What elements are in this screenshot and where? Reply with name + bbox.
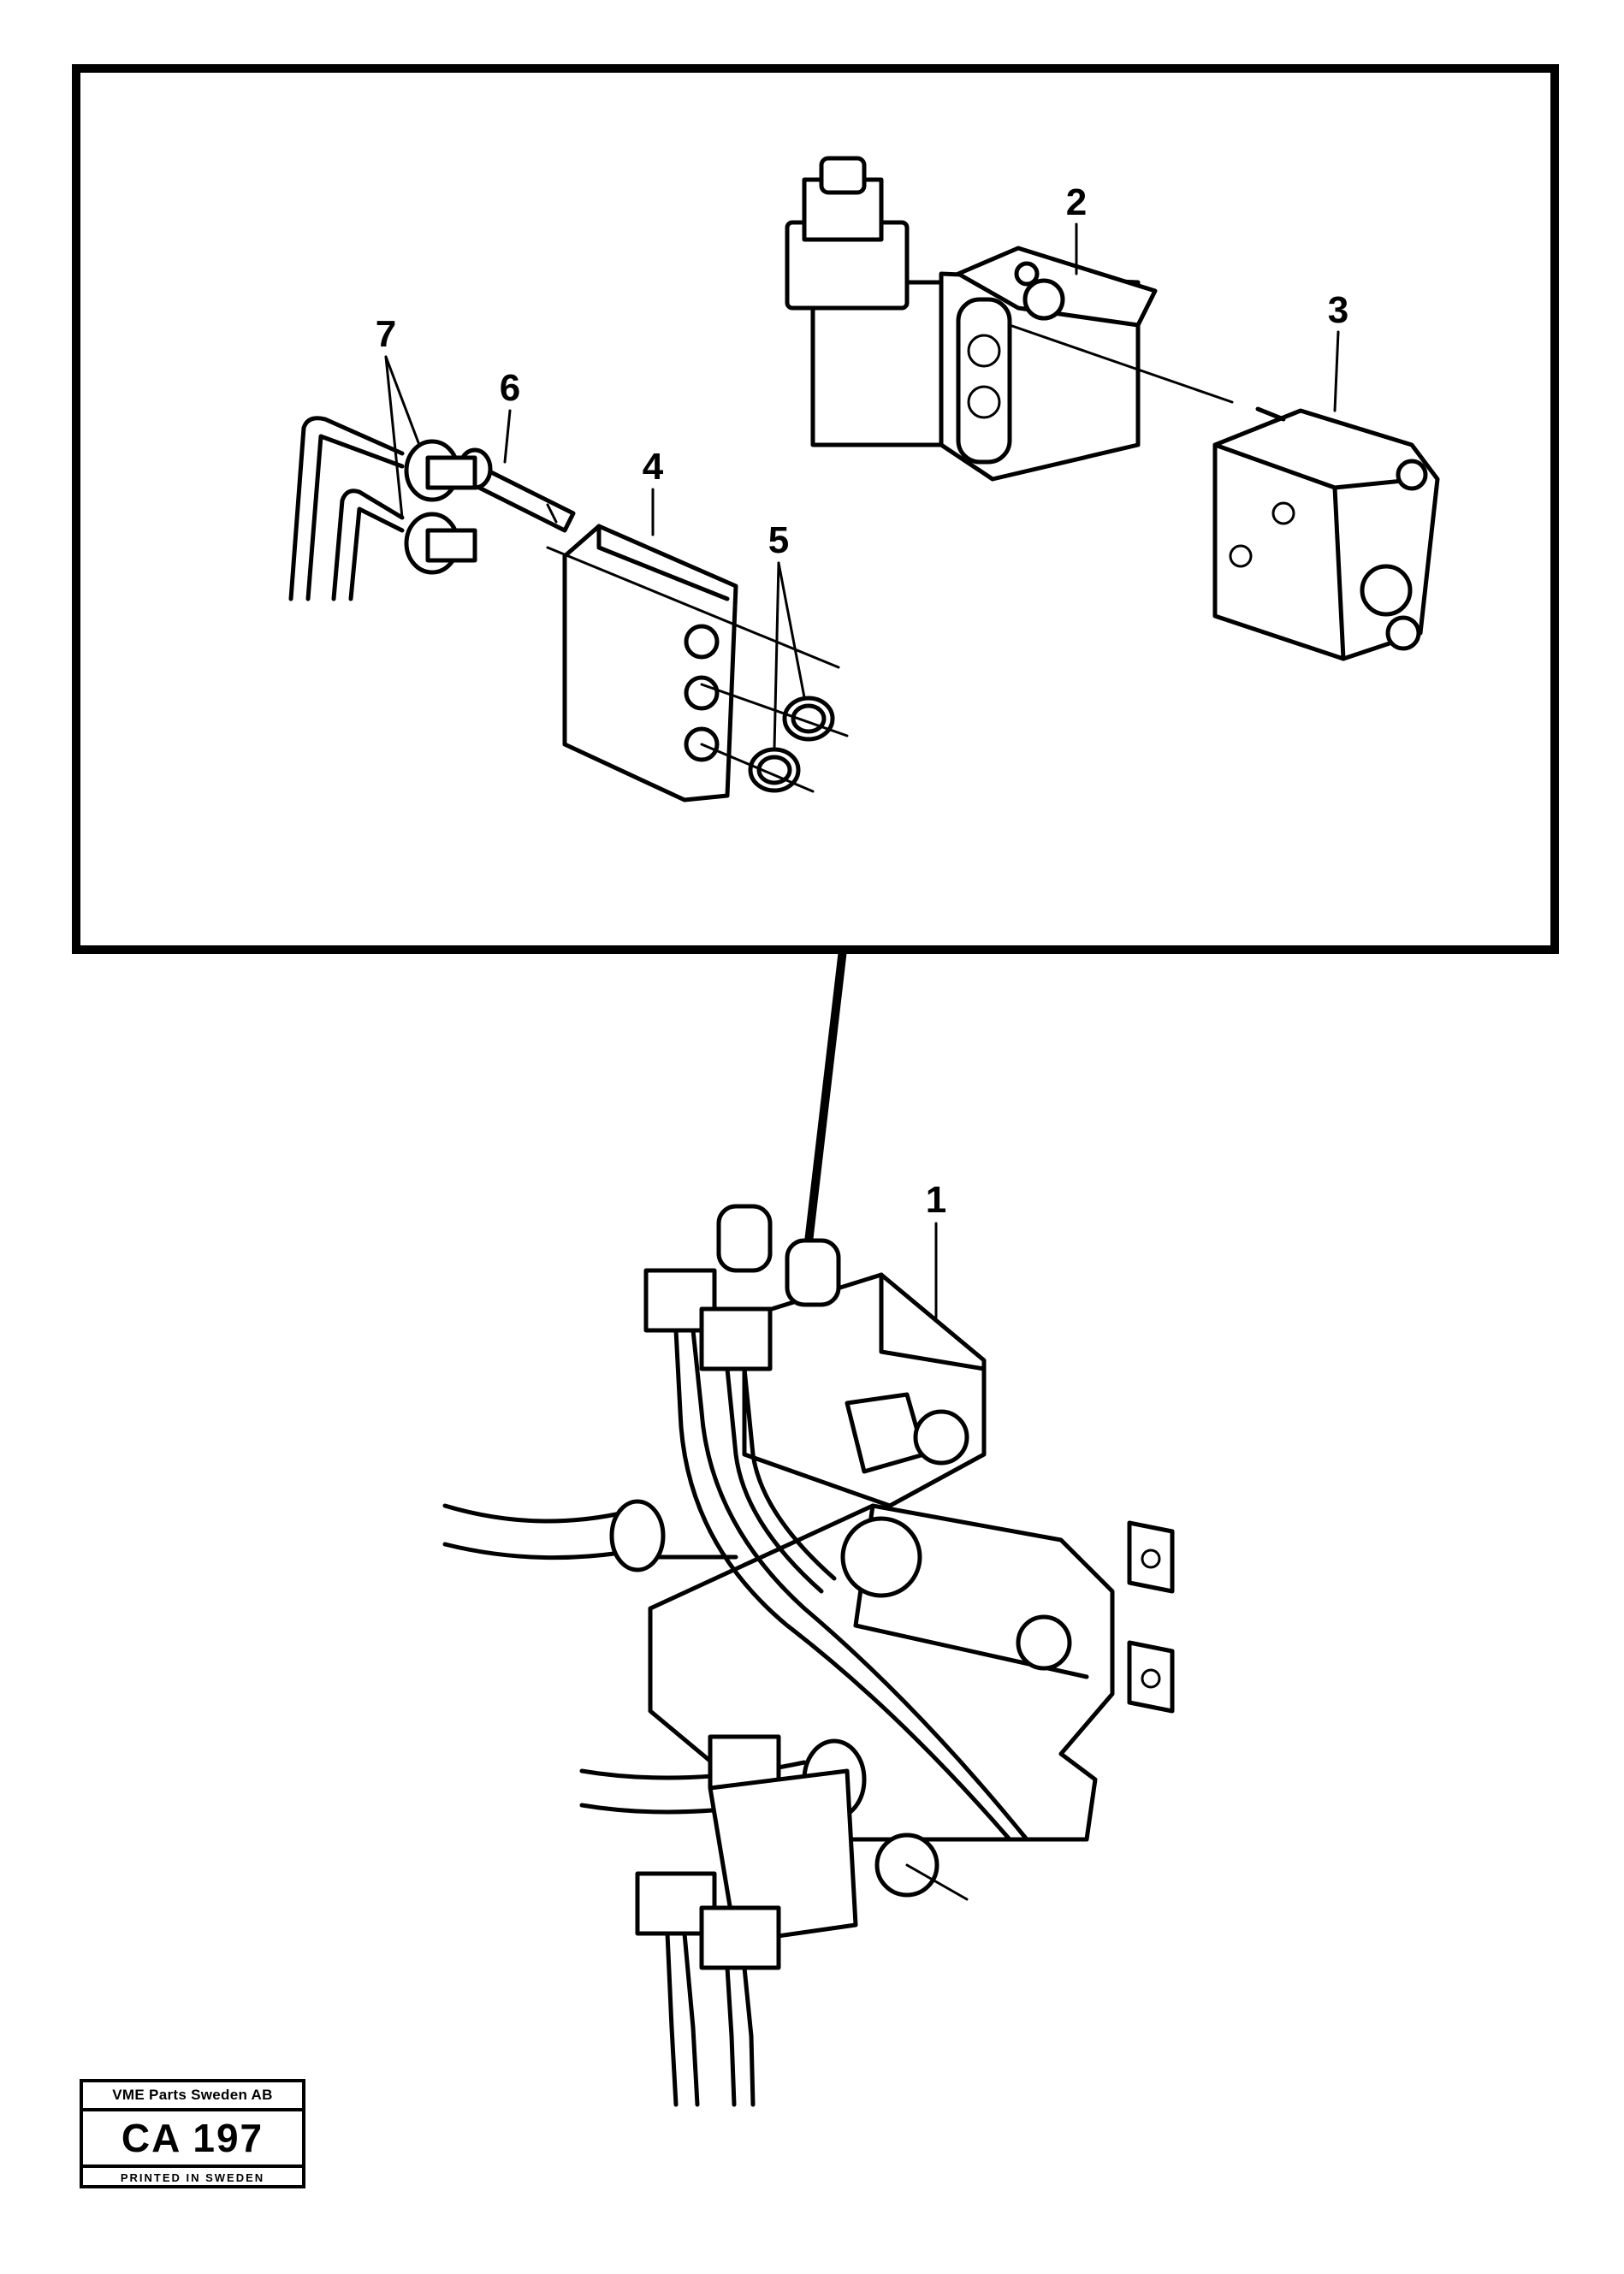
title-stamp: VME Parts Sweden AB CA 197 PRINTED IN SW… [80, 2079, 305, 2188]
frame-leader-line [804, 949, 847, 1243]
pipes-part-7 [288, 416, 477, 601]
valve-assembly-part-1 [442, 1204, 1175, 2107]
callout-5-leader-a [777, 561, 806, 699]
callout-5-leader-b [773, 561, 780, 750]
callout-3: 3 [1328, 289, 1348, 331]
plate-part-4 [546, 524, 840, 802]
o-rings-part-5 [700, 683, 849, 793]
callout-2: 2 [1066, 181, 1087, 223]
callout-6: 6 [500, 367, 520, 409]
stamp-printed: PRINTED IN SWEDEN [120, 2171, 265, 2184]
callout-7-leader-b [384, 355, 404, 519]
callout-6-leader [503, 409, 512, 464]
block-part-3 [1212, 406, 1440, 661]
stamp-company: VME Parts Sweden AB [83, 2082, 302, 2111]
callout-5: 5 [768, 519, 789, 561]
callout-3-leader [1333, 330, 1340, 412]
valve-body-part-2 [785, 156, 1234, 482]
stamp-code: CA 197 [83, 2111, 302, 2168]
callout-1: 1 [926, 1179, 946, 1221]
detail-frame [72, 64, 1559, 954]
callout-7-leader-a [384, 355, 421, 447]
callout-4: 4 [643, 446, 664, 488]
callout-7: 7 [376, 313, 396, 355]
